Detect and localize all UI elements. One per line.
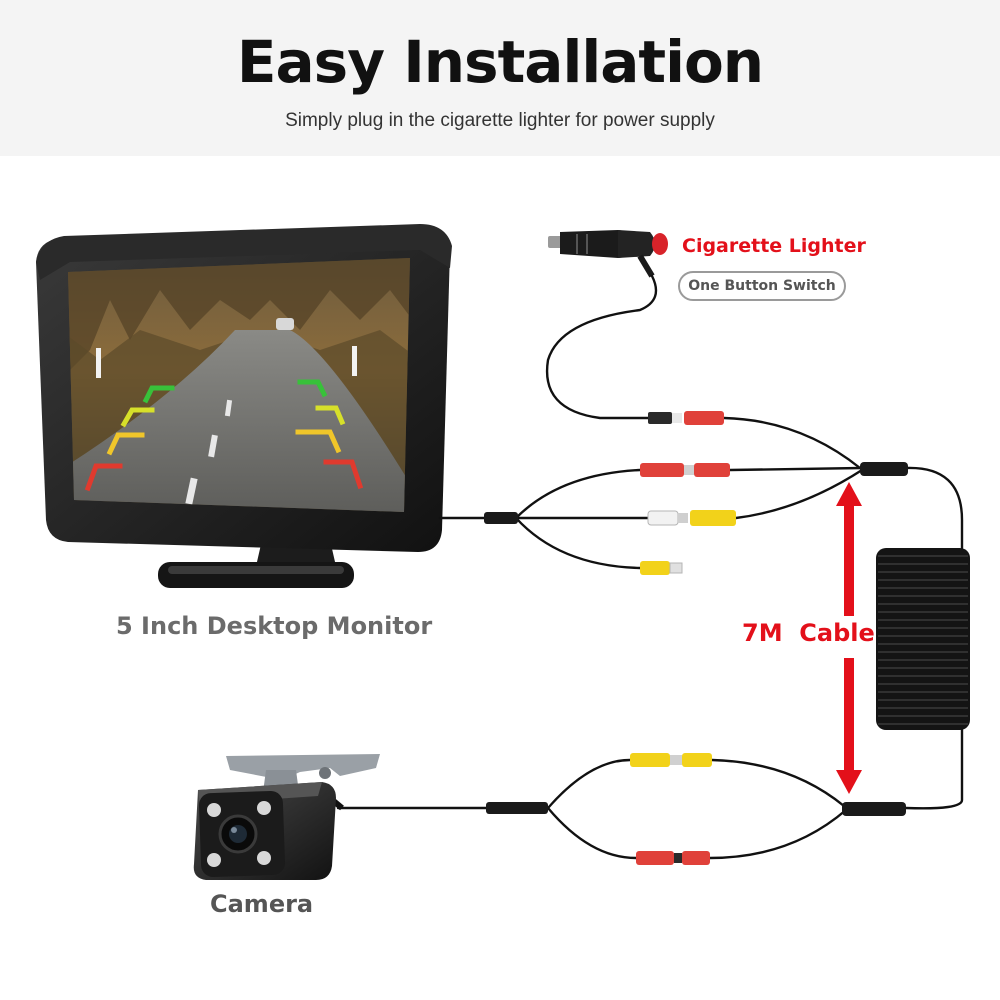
- page-title: Easy Installation: [236, 28, 764, 96]
- switch-badge: One Button Switch: [678, 271, 846, 301]
- cable-length-label: 7M Cable: [742, 618, 875, 648]
- cigarette-lighter-plug-icon: [548, 230, 668, 278]
- coiled-cable-icon: [876, 548, 970, 730]
- cable-bundle: [336, 274, 964, 860]
- cable-length-arrow: [836, 482, 862, 794]
- header-banner: [0, 0, 1000, 156]
- junction-boxes: [484, 462, 908, 816]
- camera-icon: [193, 754, 380, 880]
- camera-label: Camera: [210, 890, 314, 918]
- cigarette-lighter-label: Cigarette Lighter: [682, 235, 866, 257]
- connectors: [630, 411, 736, 865]
- monitor-label: 5 Inch Desktop Monitor: [116, 612, 433, 640]
- monitor-icon: [36, 224, 452, 588]
- page-subtitle: Simply plug in the cigarette lighter for…: [285, 110, 715, 131]
